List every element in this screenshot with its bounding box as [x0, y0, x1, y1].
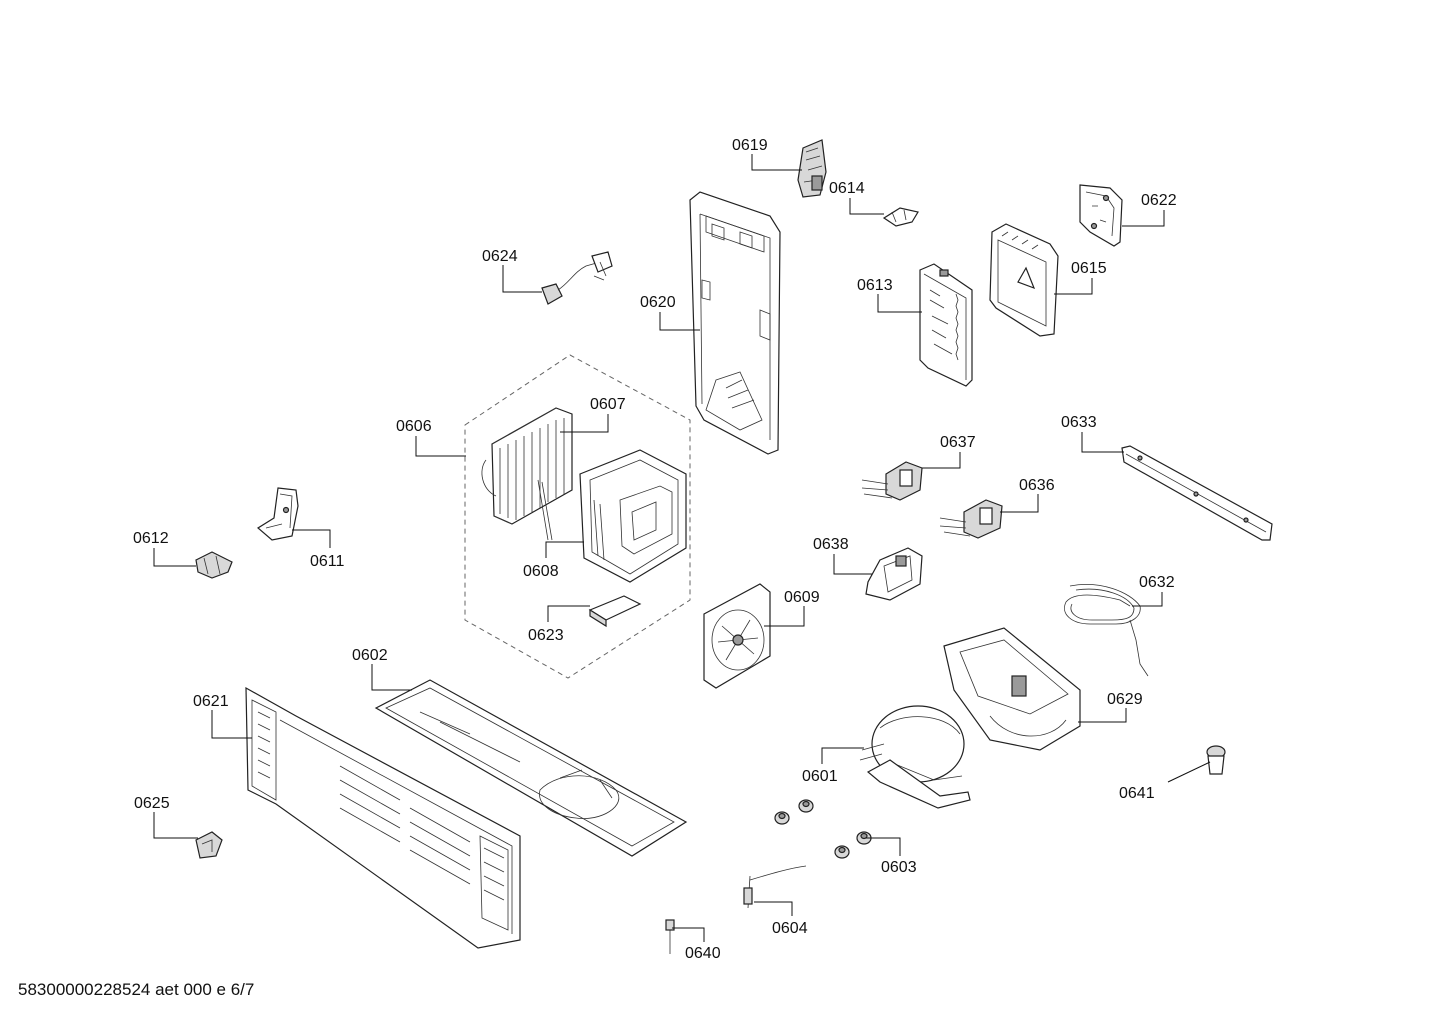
- part-label-0606[interactable]: 0606: [396, 418, 432, 435]
- part-0625-drawing: [195, 831, 223, 859]
- part-label-0637[interactable]: 0637: [940, 434, 976, 451]
- part-label-0641[interactable]: 0641: [1119, 785, 1155, 802]
- part-label-0620[interactable]: 0620: [640, 294, 676, 311]
- part-0613-drawing: [919, 263, 973, 387]
- part-0636-drawing: [939, 499, 1003, 539]
- part-label-0633[interactable]: 0633: [1061, 414, 1097, 431]
- part-0640-drawing: [665, 919, 675, 954]
- part-label-0623[interactable]: 0623: [528, 627, 564, 644]
- part-label-0629[interactable]: 0629: [1107, 691, 1143, 708]
- part-0637-drawing: [861, 461, 923, 501]
- part-0621-drawing: [245, 686, 521, 949]
- part-label-0612[interactable]: 0612: [133, 530, 169, 547]
- part-label-0601[interactable]: 0601: [802, 768, 838, 785]
- part-label-0640[interactable]: 0640: [685, 945, 721, 962]
- part-0601-drawing: [859, 705, 971, 809]
- leader-lines: [153, 154, 1211, 942]
- part-0623-drawing: [588, 595, 642, 628]
- part-0624-drawing: [541, 251, 613, 305]
- part-label-0602[interactable]: 0602: [352, 647, 388, 664]
- part-label-0636[interactable]: 0636: [1019, 477, 1055, 494]
- part-0612-drawing: [195, 551, 233, 579]
- part-label-0608[interactable]: 0608: [523, 563, 559, 580]
- part-0614-drawing: [882, 207, 919, 227]
- part-label-0619[interactable]: 0619: [732, 137, 768, 154]
- part-0633-drawing: [1121, 445, 1273, 541]
- part-label-0604[interactable]: 0604: [772, 920, 808, 937]
- part-0603-drawing: [774, 799, 872, 859]
- part-label-0625[interactable]: 0625: [134, 795, 170, 812]
- part-0608-drawing: [579, 449, 687, 583]
- part-label-0611[interactable]: 0611: [310, 553, 345, 570]
- part-0629-drawing: [943, 627, 1081, 751]
- part-label-0622[interactable]: 0622: [1141, 192, 1177, 209]
- part-0638-drawing: [865, 547, 923, 601]
- part-0622-drawing: [1079, 184, 1123, 247]
- part-label-0624[interactable]: 0624: [482, 248, 518, 265]
- part-labels: 0619 0614 0622 0624 0615 0620 0613 0607 …: [133, 137, 1177, 962]
- document-id: 58300000228524 aet 000 e 6/7: [18, 980, 255, 999]
- part-label-0614[interactable]: 0614: [829, 180, 865, 197]
- part-0619-drawing: [797, 139, 827, 198]
- part-label-0603[interactable]: 0603: [881, 859, 917, 876]
- part-0609-drawing: [703, 583, 771, 689]
- part-label-0621[interactable]: 0621: [193, 693, 229, 710]
- part-label-0632[interactable]: 0632: [1139, 574, 1175, 591]
- part-label-0609[interactable]: 0609: [784, 589, 820, 606]
- part-label-0638[interactable]: 0638: [813, 536, 849, 553]
- part-label-0613[interactable]: 0613: [857, 277, 893, 294]
- evaporator-assembly-outline: [464, 354, 691, 679]
- part-0632-drawing: [1064, 584, 1149, 677]
- part-0641-drawing: [1206, 745, 1226, 775]
- part-0602-drawing: [374, 679, 688, 857]
- part-label-0615[interactable]: 0615: [1071, 260, 1107, 277]
- part-0620-drawing: [689, 191, 781, 455]
- part-label-0607[interactable]: 0607: [590, 396, 626, 413]
- part-0615-drawing: [989, 223, 1059, 337]
- part-0607-drawing: [481, 407, 573, 541]
- part-0611-drawing: [256, 487, 299, 541]
- part-0604-drawing: [743, 865, 807, 909]
